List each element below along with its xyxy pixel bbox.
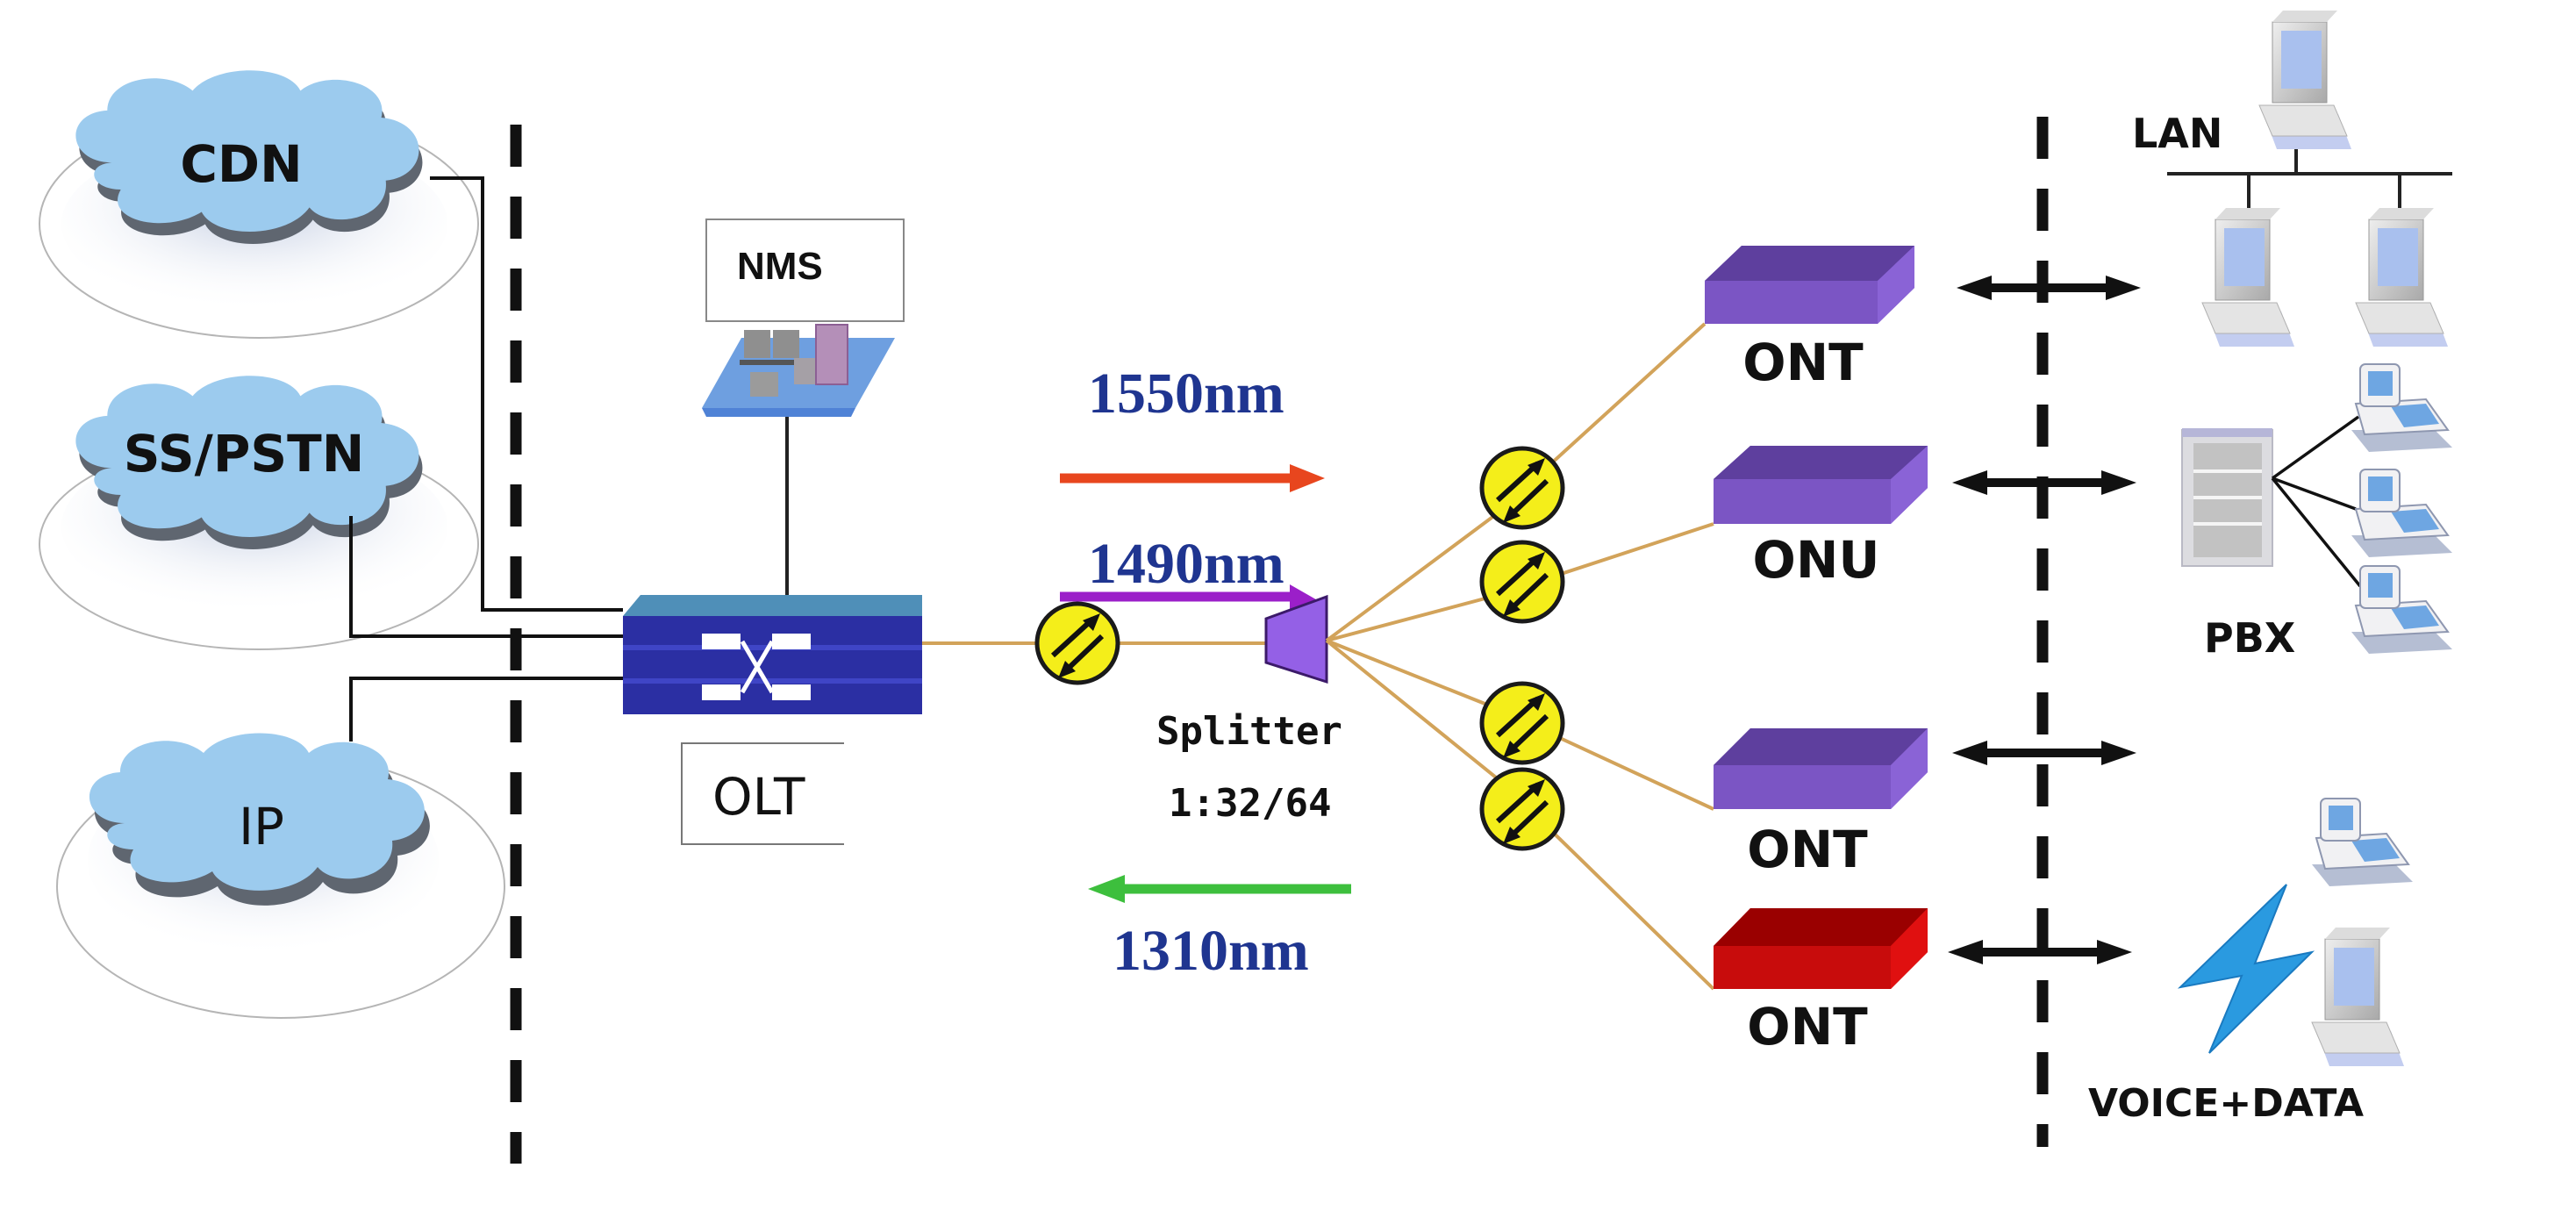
terminal-label: ONU [1753,530,1880,590]
olt-label: OLT [712,767,805,827]
nms-workstation-icon [702,324,895,417]
nms: NMS [702,219,905,417]
pbx-cabinet-icon [2181,428,2273,567]
pbx-group: PBX [2181,363,2453,662]
terminal-label: ONT [1742,333,1864,392]
network-cloud-ss-pstn: SS/PSTN [39,376,479,650]
terminal-ont-3[interactable]: ONT [1714,908,1928,1057]
phone-icon [2351,469,2453,558]
switch-icon [702,634,811,700]
voice-data-group: VOICE+DATA [2088,798,2414,1126]
pc-icon [2311,927,2405,1067]
wavelength-1310-label: 1310nm [1113,919,1309,983]
phone-icon [2351,363,2453,453]
drop-coupler-icon [1482,542,1563,621]
phone-icon [2311,798,2414,887]
wavelength-1550-label: 1550nm [1088,362,1284,426]
pc-icon [2201,207,2295,347]
terminal-ont-2[interactable]: ONT [1714,728,1928,879]
phone-icon [2351,565,2453,655]
lan-label: LAN [2132,110,2222,157]
olt-label-box: OLT [681,742,844,845]
olt-device[interactable] [623,595,922,714]
splitter-ratio: 1:32/64 [1169,781,1331,826]
nms-label: NMS [737,245,823,288]
wireless-lightning-icon [2177,884,2315,1054]
network-cloud-cdn: CDN [39,70,479,339]
pc-icon [2258,10,2352,150]
network-label-cdn: CDN [180,134,302,194]
wdm-coupler-icon [1037,604,1118,683]
drop-coupler-icon [1482,448,1563,527]
pc-icon [2355,207,2449,347]
link-sspstn-olt [349,516,623,638]
distribution-fibers [1325,322,1715,991]
splitter-icon[interactable] [1264,594,1328,684]
pbx-label: PBX [2204,614,2295,662]
bidirectional-arrow-icon [1952,741,2136,765]
bidirectional-arrow-icon [1957,276,2141,300]
link-ip-olt [349,677,623,742]
splitter-label: Splitter [1156,709,1342,754]
terminal-ont-1[interactable]: ONT [1705,246,1914,392]
wavelength-1490-label: 1490nm [1088,532,1284,596]
voice-data-label: VOICE+DATA [2088,1081,2364,1126]
link-cdn-olt [430,176,623,612]
network-label-ss-pstn: SS/PSTN [124,424,365,484]
arrow-1550-downstream [1060,464,1325,492]
lan-group: LAN [2132,10,2452,347]
network-label-ip: IP [239,797,284,856]
terminal-onu[interactable]: ONU [1714,446,1928,590]
drop-coupler-icon [1482,684,1563,763]
drop-coupler-icon [1482,770,1563,849]
arrow-1310-upstream [1088,875,1351,903]
network-cloud-ip: IP [56,733,505,1019]
terminal-label: ONT [1747,820,1868,879]
terminal-label: ONT [1747,997,1868,1057]
